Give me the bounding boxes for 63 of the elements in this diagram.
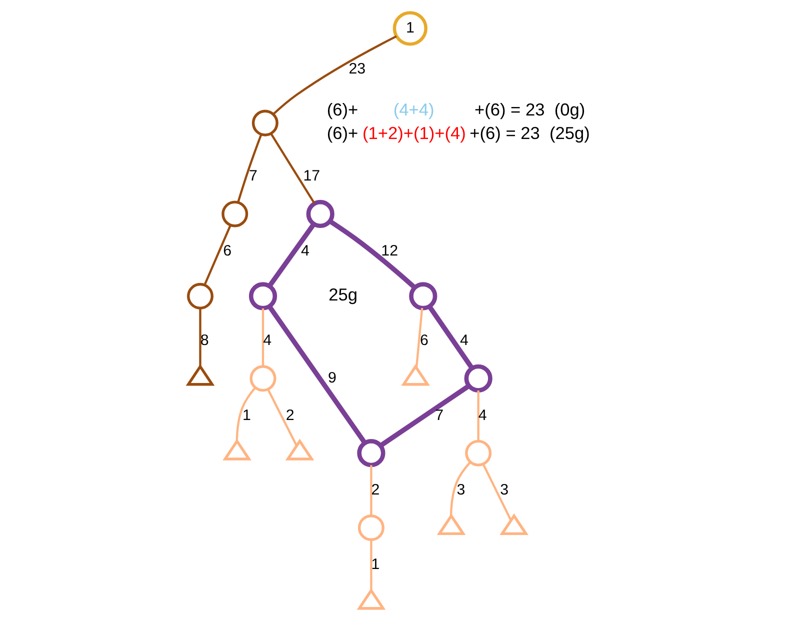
edge-label: 1 — [242, 406, 251, 424]
label: (6)+ — [326, 99, 358, 120]
node-circle — [465, 440, 492, 466]
label: (4+4) — [393, 99, 434, 120]
connector — [482, 464, 512, 521]
edge-label: 4 — [478, 406, 487, 424]
connector — [270, 133, 316, 204]
connector — [379, 384, 470, 448]
connector — [272, 35, 397, 115]
connector — [268, 222, 316, 288]
connector — [328, 219, 416, 290]
connector — [237, 134, 262, 203]
edge-label: 2 — [371, 481, 380, 498]
node-circle — [250, 365, 276, 392]
edge-label: 9 — [328, 369, 336, 386]
edge-label: 3 — [456, 481, 466, 498]
node-triangle — [186, 364, 215, 386]
label: +(6) = 23 (0g) — [474, 99, 586, 120]
node-circle — [464, 364, 492, 392]
node-circle — [248, 282, 278, 310]
node-triangle — [222, 438, 252, 460]
edge-label: 4 — [460, 332, 468, 350]
connector — [236, 386, 256, 442]
label: (1+2)+(1)+(4) — [362, 123, 466, 144]
edge-label: 4 — [300, 242, 310, 260]
label: (6)+ — [326, 123, 358, 144]
connector — [450, 462, 471, 516]
edge-label: 6 — [420, 332, 428, 350]
node-triangle — [436, 513, 466, 536]
label: +(6) = 23 (25g) — [470, 123, 590, 144]
node-triangle — [285, 438, 314, 460]
node-circle — [186, 282, 214, 310]
edge-label: 17 — [303, 168, 320, 185]
node-circle — [358, 514, 384, 541]
node-circle — [409, 282, 438, 310]
edge-label: 6 — [223, 242, 232, 260]
node-circle — [306, 200, 334, 228]
connector — [267, 388, 298, 446]
node-circle: 1 — [392, 11, 428, 46]
connector — [370, 465, 372, 516]
connector — [370, 540, 372, 590]
edge-label: 12 — [381, 242, 398, 260]
connector — [427, 305, 474, 370]
connector — [262, 308, 264, 366]
connector — [199, 308, 202, 366]
edge-label: 1 — [371, 556, 380, 574]
node-circle — [357, 439, 386, 468]
node-triangle — [356, 588, 386, 610]
edge-label: 7 — [249, 168, 258, 185]
node-triangle — [401, 364, 430, 386]
label: 25g — [328, 284, 358, 304]
connector — [267, 305, 367, 444]
node-triangle — [500, 513, 528, 536]
edge-label: 7 — [435, 406, 444, 424]
edge-label: 4 — [263, 332, 272, 350]
node-circle — [222, 200, 248, 228]
connector — [415, 308, 424, 368]
connector — [477, 390, 480, 441]
edge-label: 2 — [286, 406, 294, 424]
node-circle — [252, 110, 278, 136]
connector — [204, 224, 232, 286]
edge-label: 23 — [348, 60, 366, 78]
edge-label: 3 — [500, 481, 508, 498]
